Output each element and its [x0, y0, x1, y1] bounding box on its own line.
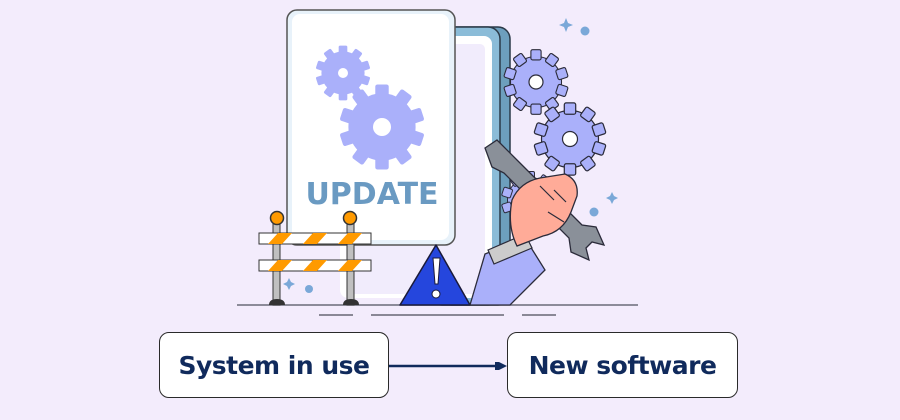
new-software-box: New software: [507, 332, 738, 398]
update-text: UPDATE: [305, 177, 438, 212]
update-illustration: UPDATE: [237, 9, 638, 316]
hand-icon: [469, 139, 606, 306]
system-in-use-box: System in use: [159, 332, 389, 398]
warning-icon: [399, 244, 471, 306]
sparkle-icon: [283, 18, 618, 293]
new-software-label: New software: [528, 350, 717, 380]
arrow-right-icon: [389, 362, 507, 370]
barricade-icon: [258, 210, 372, 306]
update-sign: UPDATE: [286, 9, 456, 246]
system-in-use-label: System in use: [178, 350, 370, 380]
